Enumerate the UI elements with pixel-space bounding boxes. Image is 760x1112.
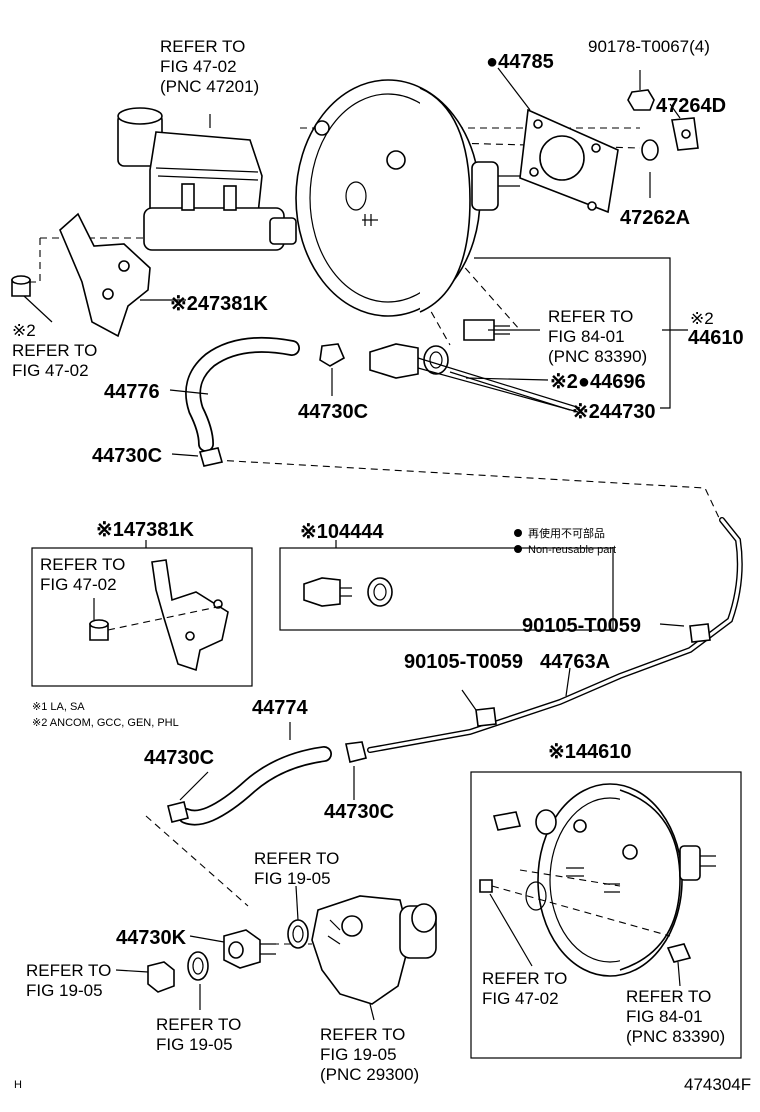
booster-refer-a-line2: FIG 47-02 <box>482 989 559 1008</box>
legend-en: Non-reusable part <box>528 544 616 556</box>
legend-bullet-jp <box>514 529 522 537</box>
sensor-refer-line1: REFER TO <box>548 307 633 326</box>
leader-lines-top <box>23 67 688 457</box>
pump-refer-a-line2: FIG 19-05 <box>254 869 331 888</box>
master-cylinder <box>117 107 320 251</box>
footer-left-mark: H <box>14 1079 22 1091</box>
left-refer-line2: FIG 47-02 <box>12 361 89 380</box>
part-label-44774: 44774 <box>252 697 308 719</box>
gasket-44785 <box>519 108 619 214</box>
note-1: ※1 LA, SA <box>32 701 85 713</box>
brake-booster-main <box>295 79 520 317</box>
part-label-44730: ※244730 <box>572 401 656 423</box>
inset-47381k <box>31 540 253 687</box>
booster-refer-a-line1: REFER TO <box>482 969 567 988</box>
pump-refer-b-line2: FIG 19-05 <box>26 981 103 1000</box>
legend-jp: 再使用不可部品 <box>528 526 605 540</box>
pump-refer-a-line1: REFER TO <box>254 849 339 868</box>
part-label-44610-inset: ※144610 <box>548 741 632 763</box>
inset-refer-line2: FIG 47-02 <box>40 575 117 594</box>
part-label-44730c-b1: 44730C <box>144 747 214 769</box>
part-label-90105-b: 90105-T0059 <box>404 651 523 673</box>
part-label-47381k: ※247381K <box>170 293 268 315</box>
inset-booster-44610 <box>470 771 742 1059</box>
part-label-44730c-left: 44730C <box>92 445 162 467</box>
part-44610-mark: ※2 <box>690 309 714 328</box>
sensor-refer-line2: FIG 84-01 <box>548 327 625 346</box>
mc-refer-line3: (PNC 47201) <box>160 77 259 96</box>
nut-clevis-washer <box>627 89 699 161</box>
part-label-44776: 44776 <box>104 381 160 403</box>
inset-04444 <box>279 540 614 631</box>
pump-refer-d-line3: (PNC 29300) <box>320 1065 419 1084</box>
part-label-47262a: 47262A <box>620 207 690 229</box>
mc-refer-line2: FIG 47-02 <box>160 57 237 76</box>
pump-refer-d-line1: REFER TO <box>320 1025 405 1044</box>
part-label-44730k: 44730K <box>116 927 187 949</box>
pump-refer-c-line2: FIG 19-05 <box>156 1035 233 1054</box>
part-label-44696: ※2●44696 <box>550 371 646 393</box>
mc-refer-line1: REFER TO <box>160 37 245 56</box>
pipe-44763a <box>367 517 743 753</box>
part-label-44730c-top: 44730C <box>298 401 368 423</box>
part-label-47381k-inset: ※147381K <box>96 519 194 541</box>
labels: REFER TO FIG 47-02 (PNC 47201) ●44785 90… <box>12 37 751 1094</box>
hose-44776 <box>185 336 346 467</box>
part-label-47264d: 47264D <box>656 95 726 117</box>
check-valve-top <box>369 319 581 413</box>
left-refer-mark: ※2 <box>12 321 36 340</box>
booster-refer-b-line2: FIG 84-01 <box>626 1007 703 1026</box>
vacuum-pump-assembly <box>115 885 437 1021</box>
inset-refer-line1: REFER TO <box>40 555 125 574</box>
pump-refer-d-line2: FIG 19-05 <box>320 1045 397 1064</box>
pump-refer-b-line1: REFER TO <box>26 961 111 980</box>
note-2: ※2 ANCOM, GCC, GEN, PHL <box>32 717 179 729</box>
footer-code: 474304F <box>684 1075 751 1094</box>
part-label-90105-a: 90105-T0059 <box>522 615 641 637</box>
part-label-44610: 44610 <box>688 327 744 349</box>
part-label-44730c-b2: 44730C <box>324 801 394 823</box>
bracket-47381k <box>11 212 151 338</box>
booster-refer-b-line1: REFER TO <box>626 987 711 1006</box>
part-label-44785: ●44785 <box>486 51 554 73</box>
sensor-refer-line3: (PNC 83390) <box>548 347 647 366</box>
booster-refer-b-line3: (PNC 83390) <box>626 1027 725 1046</box>
hose-44774 <box>167 722 367 826</box>
part-label-04444: ※104444 <box>300 521 384 543</box>
left-refer-line1: REFER TO <box>12 341 97 360</box>
part-label-90178: 90178-T0067(4) <box>588 37 710 56</box>
pump-refer-c-line1: REFER TO <box>156 1015 241 1034</box>
legend-bullet-en <box>514 545 522 553</box>
part-label-44763a: 44763A <box>540 651 610 673</box>
